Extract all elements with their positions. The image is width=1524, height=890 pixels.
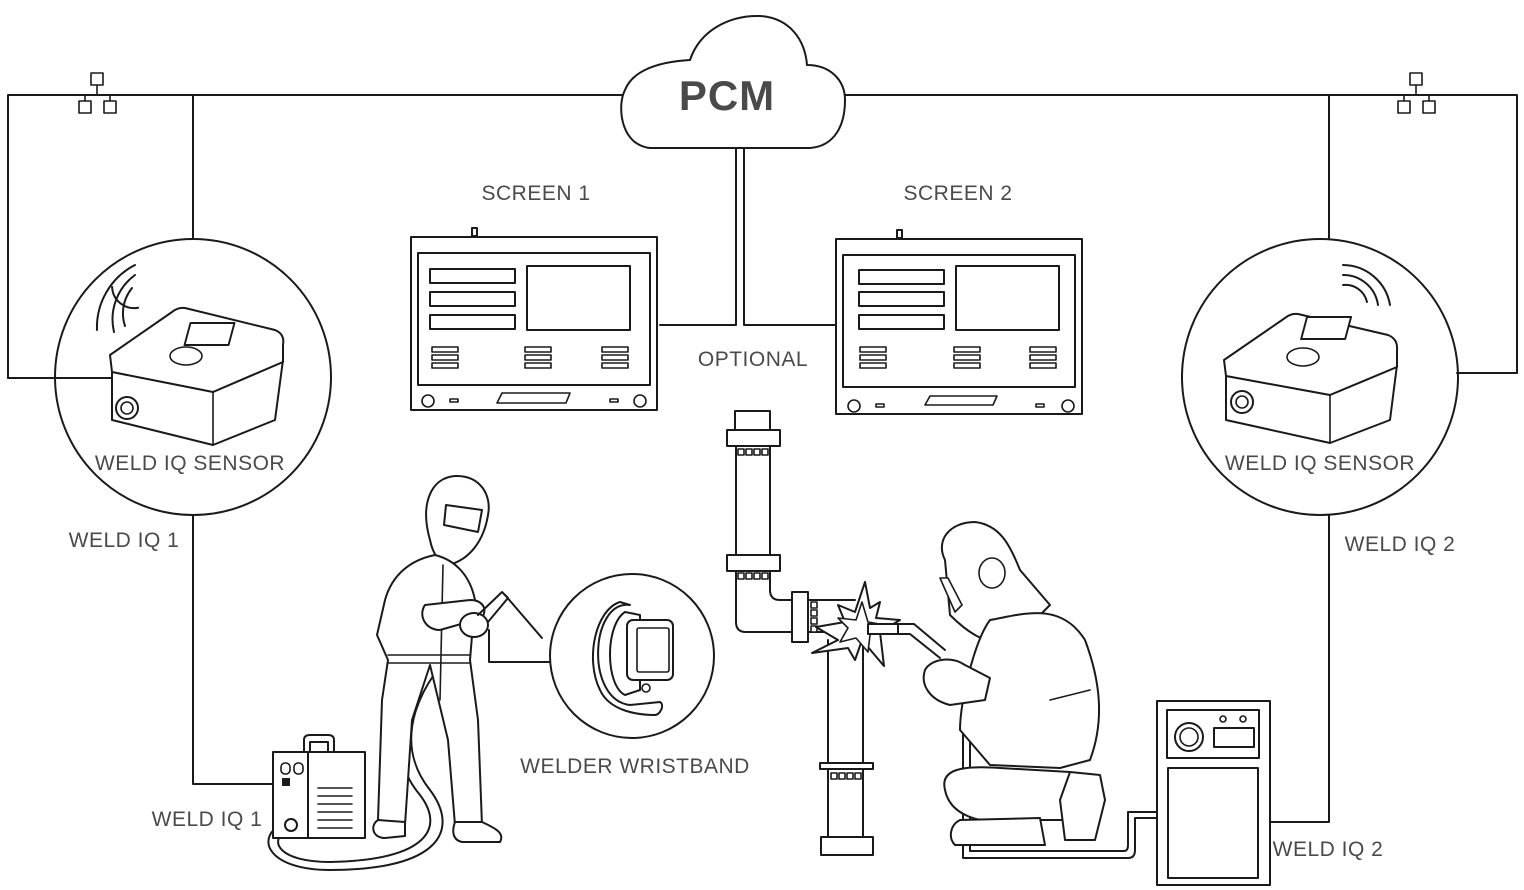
antenna-icon — [896, 229, 903, 239]
welding-torch — [867, 623, 899, 635]
sensor-2-label: WELD IQ SENSOR — [1225, 452, 1415, 475]
link-welder-to-wristband — [488, 629, 553, 663]
display-panel — [1213, 727, 1255, 748]
welder-wristband — [549, 573, 715, 739]
watch-strap — [592, 601, 664, 716]
wireless-signal-icon — [1342, 264, 1391, 306]
cloud-shape — [620, 14, 846, 149]
knob-icon — [633, 394, 647, 408]
weld-iq-sensor-1: WELD IQ SENSOR — [7, 238, 332, 516]
cloud-label: PCM — [679, 72, 775, 119]
wireless-signal-icon — [95, 264, 140, 333]
screen-2-button-group — [859, 346, 1057, 369]
pcm-cloud: PCM — [620, 14, 846, 149]
knob-icon — [847, 399, 861, 413]
sensor-1-label: WELD IQ SENSOR — [95, 452, 285, 475]
welding-machine-2 — [1156, 700, 1271, 886]
link-cloud-to-screen-1 — [659, 147, 737, 326]
screen-2-label: SCREEN 2 — [903, 182, 1012, 205]
sensor-1-link-label: WELD IQ 1 — [69, 529, 180, 552]
knob-icon — [421, 394, 435, 408]
screen-2: SCREEN 2 — [835, 182, 1083, 415]
pipe-assembly — [726, 410, 901, 856]
network-topology-icon — [78, 72, 117, 114]
screen-1: SCREEN 1 — [410, 182, 658, 411]
optional-label: OPTIONAL — [698, 348, 808, 371]
screen-1-button-group — [431, 346, 629, 369]
screen-1-label: SCREEN 1 — [481, 182, 590, 205]
network-topology-icon — [1397, 72, 1436, 114]
link-sensor-1-to-machine-1 — [192, 514, 283, 785]
machine-1-label: WELD IQ 1 — [152, 808, 263, 831]
weld-iq-sensor-2: WELD IQ SENSOR — [1181, 238, 1459, 516]
welder-body — [376, 554, 483, 826]
welding-machine-1 — [272, 734, 366, 839]
kneeling-welder-figure — [867, 521, 1158, 859]
link-cloud-to-screen-2 — [743, 147, 837, 326]
wristband-label: WELDER WRISTBAND — [520, 755, 750, 778]
machine-2-label: WELD IQ 2 — [1273, 838, 1384, 861]
knob-icon — [1061, 399, 1075, 413]
sensor-2-link-label: WELD IQ 2 — [1345, 533, 1456, 556]
link-sensor-2-to-machine-2 — [1269, 514, 1330, 823]
standing-welder-figure — [267, 474, 543, 871]
antenna-icon — [471, 227, 478, 237]
